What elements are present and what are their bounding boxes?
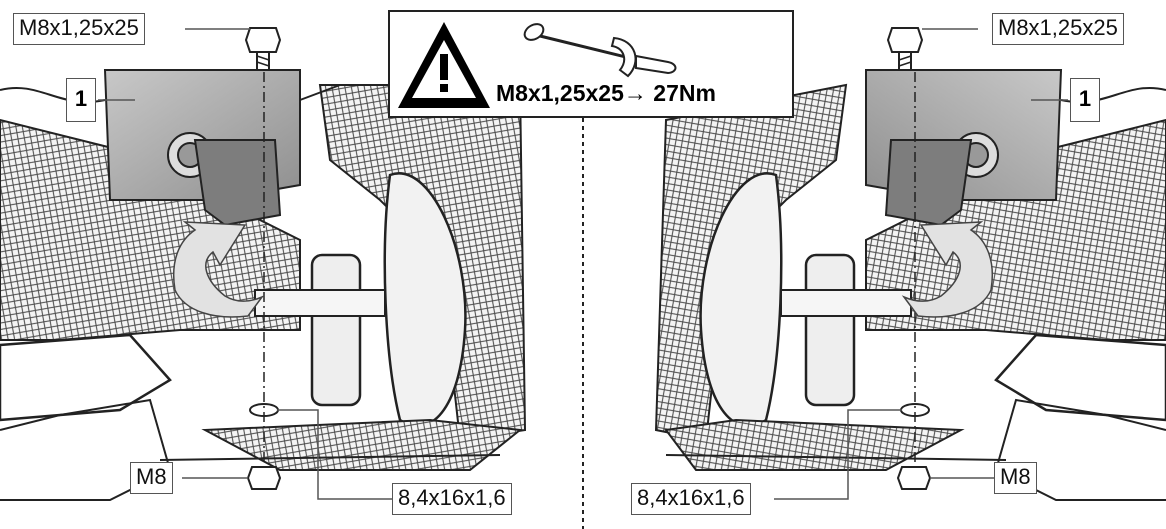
left-bolt-label: M8x1,25x25 [13,13,145,45]
left-bolt-shape [244,27,282,71]
left-nut-shape [246,466,282,490]
left-assembly-view [0,27,527,501]
warning-triangle-icon [398,22,490,108]
left-bracket [193,139,282,227]
right-assembly-view [654,27,1166,501]
left-damper [310,253,362,407]
torque-spec-text: M8x1,25x25→ 27Nm [496,80,716,106]
right-bolt-label: M8x1,25x25 [992,13,1124,45]
left-washer-label: 8,4x16x1,6 [392,483,512,515]
left-part-number: 1 [66,78,96,122]
left-base-plate [201,418,523,471]
left-rotation-arrow [173,221,265,318]
left-nut-label: M8 [130,462,173,494]
left-lower-arm [0,333,172,422]
torque-wrench-icon [523,23,677,78]
right-part-number: 1 [1070,78,1100,122]
torque-warning-box: M8x1,25x25→ 27Nm [388,10,794,118]
right-washer-label: 8,4x16x1,6 [631,483,751,515]
right-nut-label: M8 [994,462,1037,494]
